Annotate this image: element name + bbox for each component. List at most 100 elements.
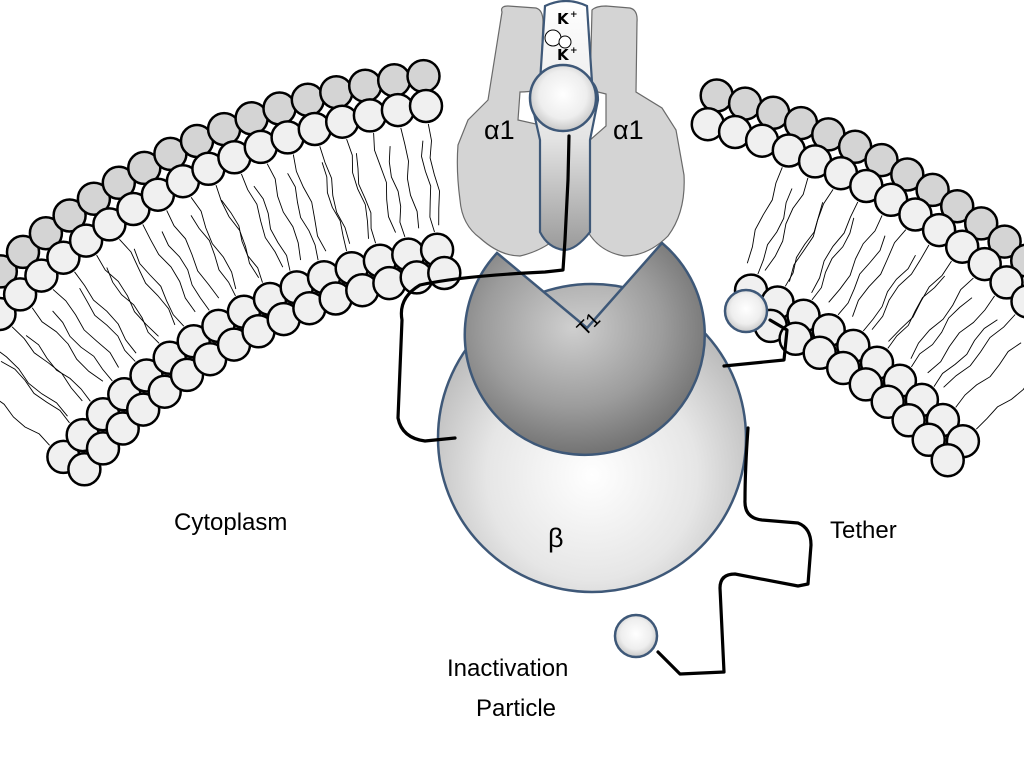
- lipid-head-outer: [408, 88, 444, 124]
- beta-label: β: [548, 523, 564, 553]
- lipid-tail: [31, 307, 104, 382]
- inactivation-particle-right: [723, 288, 769, 334]
- potassium-ion-bottom: K +: [557, 46, 578, 64]
- lipid-tail: [400, 127, 420, 229]
- lipid-tail: [828, 215, 883, 303]
- inactivation-label-line1: Inactivation: [447, 655, 568, 682]
- tether-to-pore: [396, 134, 571, 443]
- lipid-tail: [0, 361, 70, 424]
- alpha-subunit-right: [587, 5, 685, 257]
- lipid-head-inner: [427, 255, 462, 291]
- lipid-tail: [190, 197, 237, 290]
- lipid-tail: [215, 184, 260, 278]
- lipid-tail: [888, 260, 952, 342]
- potassium-ion-top: K +: [544, 10, 578, 49]
- lipid-tail: [11, 326, 83, 402]
- ion-charge-top: +: [570, 10, 578, 20]
- lipid-tail: [74, 271, 137, 354]
- lipid-tail: [388, 146, 406, 238]
- lipid-head-outer: [76, 181, 112, 216]
- lipid-head-outer: [406, 58, 441, 94]
- lipid-tail: [292, 154, 327, 252]
- lipid-tail: [321, 162, 348, 252]
- inactivation-label-line2: Particle: [476, 695, 556, 722]
- lipid-head-outer: [28, 215, 64, 251]
- lipid-heads-outer-front: [0, 88, 1024, 332]
- alpha-right-label: α1: [613, 115, 644, 145]
- lipid-tail: [25, 335, 91, 402]
- tether-right-short: [722, 318, 789, 368]
- lipid-head-outer: [699, 78, 734, 113]
- lipid-head-outer: [864, 142, 899, 178]
- tether-to-inactivation-particle: [656, 426, 813, 676]
- lipid-head-outer: [52, 198, 87, 233]
- lipid-tail: [133, 248, 185, 327]
- lipid-tail: [52, 310, 113, 382]
- lipid-head-outer: [944, 229, 980, 264]
- lipid-tail: [784, 202, 824, 287]
- lipid-tail: [142, 224, 196, 313]
- lipid-tail: [346, 138, 369, 239]
- lipid-tails-outer: [0, 123, 1016, 417]
- lipid-tail: [427, 123, 440, 226]
- lipid-head-outer: [921, 212, 957, 248]
- ion-label-bottom: K: [557, 46, 570, 64]
- ion-charge-bottom: +: [570, 46, 578, 56]
- lipid-head-outer: [963, 206, 999, 241]
- lipid-tail: [788, 189, 834, 282]
- lipid-head-outer: [101, 165, 137, 201]
- lipid-head-outer: [92, 207, 127, 242]
- lipid-tail: [355, 153, 377, 244]
- lipid-bilayer: [0, 58, 1024, 487]
- lipid-tail: [319, 146, 351, 244]
- lipid-tail: [421, 140, 435, 233]
- lipid-head-outer: [939, 188, 975, 224]
- lipid-tail: [927, 295, 995, 374]
- lipid-tail: [955, 342, 1022, 408]
- lipid-tail: [862, 254, 916, 332]
- lipid-tail: [266, 163, 302, 261]
- lipid-tail: [166, 210, 220, 299]
- inactivation-particle-in-pore: [528, 63, 598, 133]
- lipid-tail: [757, 188, 793, 275]
- lipid-head-outer: [987, 224, 1022, 259]
- lipid-tail: [764, 177, 809, 271]
- ion-label-top: K: [557, 10, 570, 28]
- lipid-head-outer: [5, 234, 41, 270]
- lipid-tail: [910, 277, 974, 359]
- lipid-head-outer: [290, 82, 326, 118]
- lipid-head-outer: [352, 98, 388, 133]
- lipid-head-outer: [319, 74, 354, 110]
- lipid-head-outer: [915, 172, 950, 208]
- inactivation-particle: [613, 613, 659, 659]
- lipid-head-outer: [68, 223, 104, 258]
- lipid-tail: [933, 319, 998, 387]
- lipid-heads-outer-back: [0, 58, 1024, 289]
- lipid-head-outer: [380, 92, 416, 128]
- lipid-tail: [811, 201, 859, 294]
- lipid-head-outer: [347, 68, 383, 103]
- lipid-tail: [0, 351, 68, 417]
- lipid-tail: [911, 297, 973, 368]
- lipid-tail: [887, 275, 946, 349]
- lipid-head-outer: [898, 197, 933, 232]
- lipid-tail: [373, 132, 397, 233]
- lipid-tail: [871, 244, 930, 330]
- lipid-tail: [52, 289, 119, 368]
- lipid-tail: [975, 387, 1024, 430]
- t1-domain: [463, 241, 706, 457]
- lipid-tail: [852, 229, 907, 317]
- lipid-head-outer: [890, 157, 925, 192]
- lipid-tail: [96, 254, 159, 337]
- lipid-tail: [161, 231, 210, 311]
- lipid-tail: [287, 173, 319, 261]
- lipid-tail: [240, 173, 284, 268]
- lipid-tail: [0, 400, 50, 446]
- lipid-head-outer: [1010, 284, 1024, 319]
- alpha-left-label: α1: [484, 115, 515, 145]
- lipid-tail: [79, 287, 136, 362]
- cytoplasm-label: Cytoplasm: [174, 509, 287, 536]
- lipid-tail: [106, 267, 160, 344]
